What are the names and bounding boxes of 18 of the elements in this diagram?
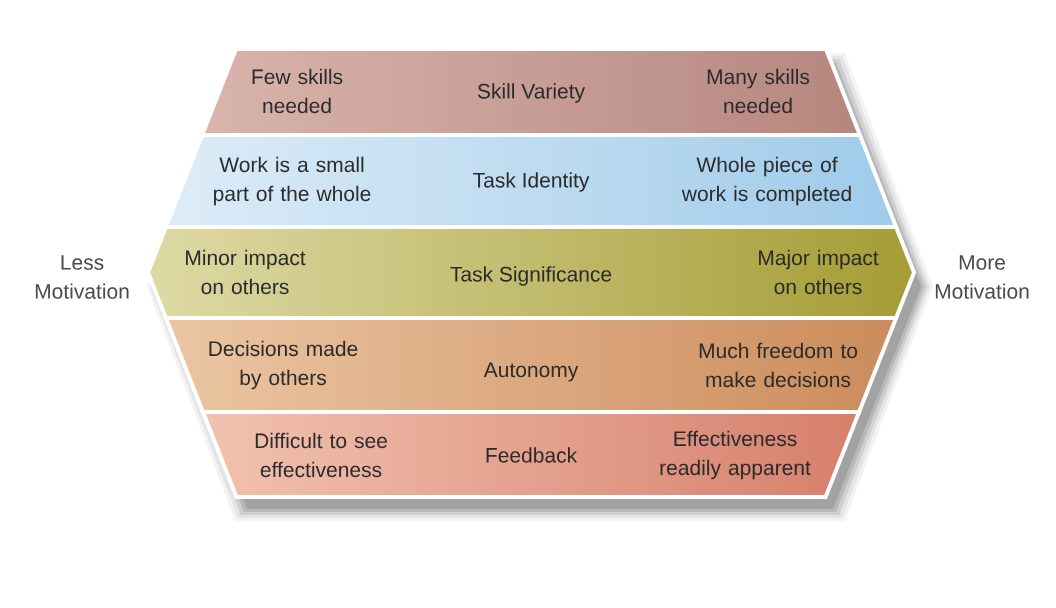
band-text: Major impact on others: [759, 249, 879, 295]
band-text: Few skills needed: [252, 68, 343, 114]
side-label: Less Motivation: [35, 255, 129, 299]
band-text: Whole piece of work is completed: [681, 156, 851, 206]
band-title: Task Significance: [450, 266, 612, 286]
band-title: Skill Variety: [477, 83, 586, 103]
band-text: Difficult to see effectiveness: [255, 432, 387, 478]
band-text: Work is a small part of the whole: [214, 156, 371, 206]
band-text: Effectiveness readily apparent: [660, 430, 811, 480]
band-title: Task Identity: [473, 172, 590, 192]
band-text: Much freedom to make decisions: [699, 342, 858, 388]
band-text: Many skills needed: [707, 68, 810, 114]
band-text: Minor impact on others: [186, 249, 306, 295]
side-label: More Motivation: [935, 255, 1029, 299]
band-title: Feedback: [486, 447, 578, 463]
band-text: Decisions made by others: [209, 340, 358, 390]
hexagon-band: [200, 410, 862, 499]
band-title: Autonomy: [483, 362, 579, 382]
